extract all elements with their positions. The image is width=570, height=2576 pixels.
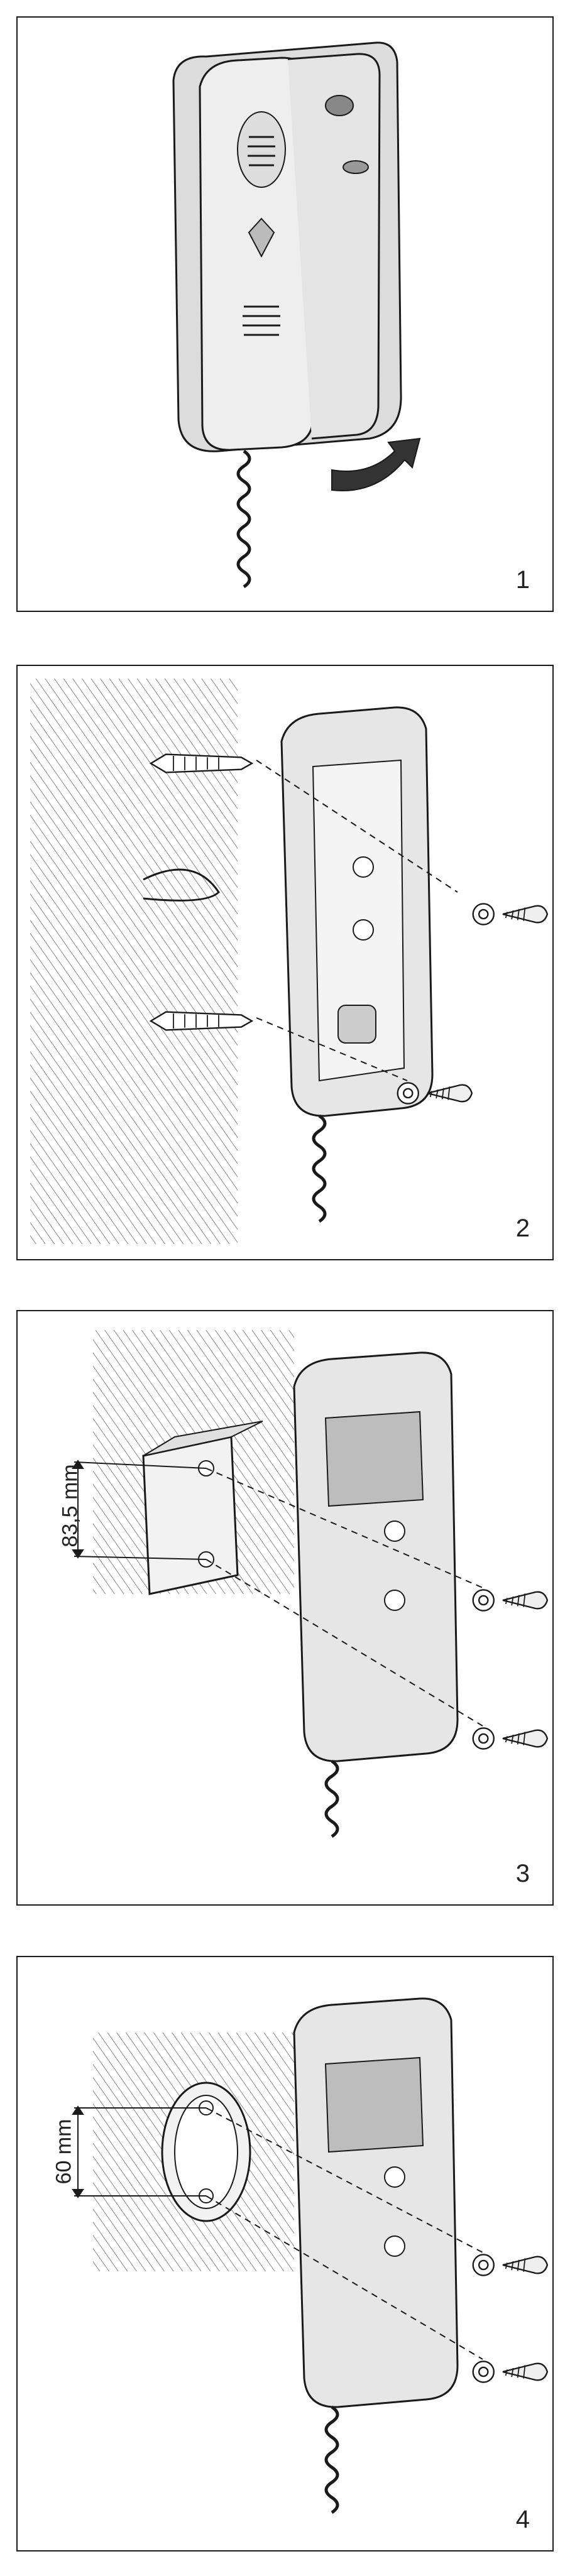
screw-bottom	[398, 1083, 472, 1103]
base-plate	[294, 1999, 458, 2407]
lift-arrow	[332, 439, 420, 491]
step-4-panel: 60 mm 4	[16, 1956, 554, 2551]
earpiece-grille	[238, 112, 285, 187]
step-number: 1	[516, 566, 530, 594]
screw-top	[473, 1590, 547, 1610]
step-number: 2	[516, 1214, 530, 1243]
screw-bottom	[473, 2361, 547, 2382]
coiled-cord	[238, 451, 249, 587]
step-3-panel: 83,5 mm 3	[16, 1310, 554, 1906]
step-1-panel: 1	[16, 16, 554, 612]
button-round-dark	[326, 96, 353, 116]
circuit-board	[326, 2058, 423, 2152]
step-3-illustration	[18, 1311, 552, 1904]
wall-plug-bottom	[151, 1012, 252, 1030]
coiled-cord	[326, 2407, 337, 2513]
step-4-illustration	[18, 1957, 552, 2550]
wall-plug-top	[151, 755, 252, 773]
dimension-label: 60 mm	[52, 2119, 76, 2185]
base-plate	[294, 1353, 458, 1761]
step-number: 4	[516, 2506, 530, 2534]
flush-box-round	[162, 2083, 250, 2221]
screw-top	[473, 903, 547, 924]
step-number: 3	[516, 1860, 530, 1888]
circuit-board	[326, 1412, 423, 1506]
base-plate	[282, 707, 432, 1116]
dimension-label: 83,5 mm	[58, 1464, 83, 1547]
screw-top	[473, 2254, 547, 2275]
step-2-panel: 2	[16, 665, 554, 1260]
screw-bottom	[473, 1728, 547, 1749]
button-oval	[343, 161, 368, 173]
step-1-illustration	[18, 18, 552, 611]
coiled-cord	[314, 1116, 325, 1221]
coiled-cord	[326, 1761, 337, 1836]
step-2-illustration	[18, 666, 552, 1259]
handset	[200, 54, 380, 450]
